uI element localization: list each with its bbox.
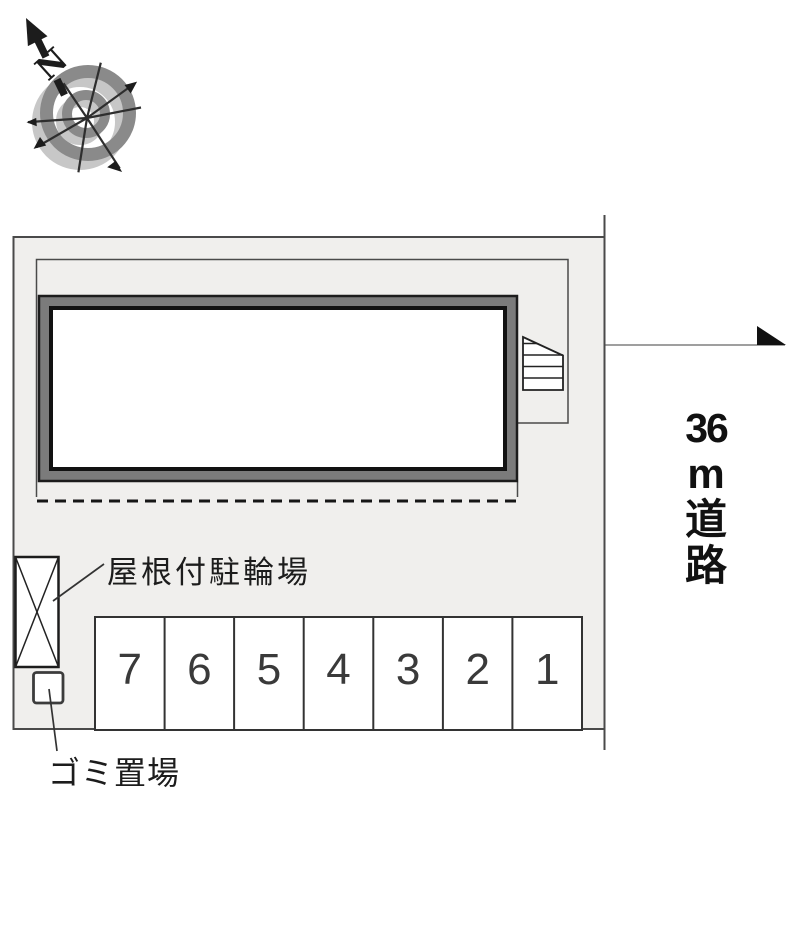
road-label-char: m <box>687 450 725 497</box>
parking-space-number: 3 <box>395 644 421 694</box>
bicycle-parking-box <box>14 555 60 669</box>
compass-ring-outer-dark <box>40 65 136 161</box>
road-label-char: 道 <box>684 496 727 543</box>
garbage-leader-line <box>48 688 58 752</box>
compass: N <box>26 18 142 173</box>
compass-spokes <box>28 62 142 173</box>
bicycle-parking-label: 屋根付駐輪場 <box>107 555 311 590</box>
bicycle-leader-line <box>52 563 105 602</box>
staircase <box>522 335 564 391</box>
parking-space-number: 1 <box>535 644 560 694</box>
inner-area-boundary <box>35 258 569 497</box>
compass-spoke-arrowheads <box>26 81 138 172</box>
parking-space-number: 6 <box>187 644 212 694</box>
garbage-box <box>32 671 65 705</box>
road-arrow <box>605 326 786 346</box>
parking-space-number: 4 <box>326 644 351 694</box>
road-label-char: 路 <box>684 542 727 589</box>
parking-space-number: 7 <box>117 644 143 694</box>
garbage-area-label: ゴミ置場 <box>48 755 181 791</box>
road-label: 36 m 道 路 <box>678 405 734 589</box>
road-label-char: 36 <box>685 405 729 451</box>
parking-space-number: 5 <box>256 644 282 694</box>
parking-boxes <box>94 616 583 731</box>
building-interior <box>49 306 507 471</box>
parking-space-number: 2 <box>465 644 490 694</box>
